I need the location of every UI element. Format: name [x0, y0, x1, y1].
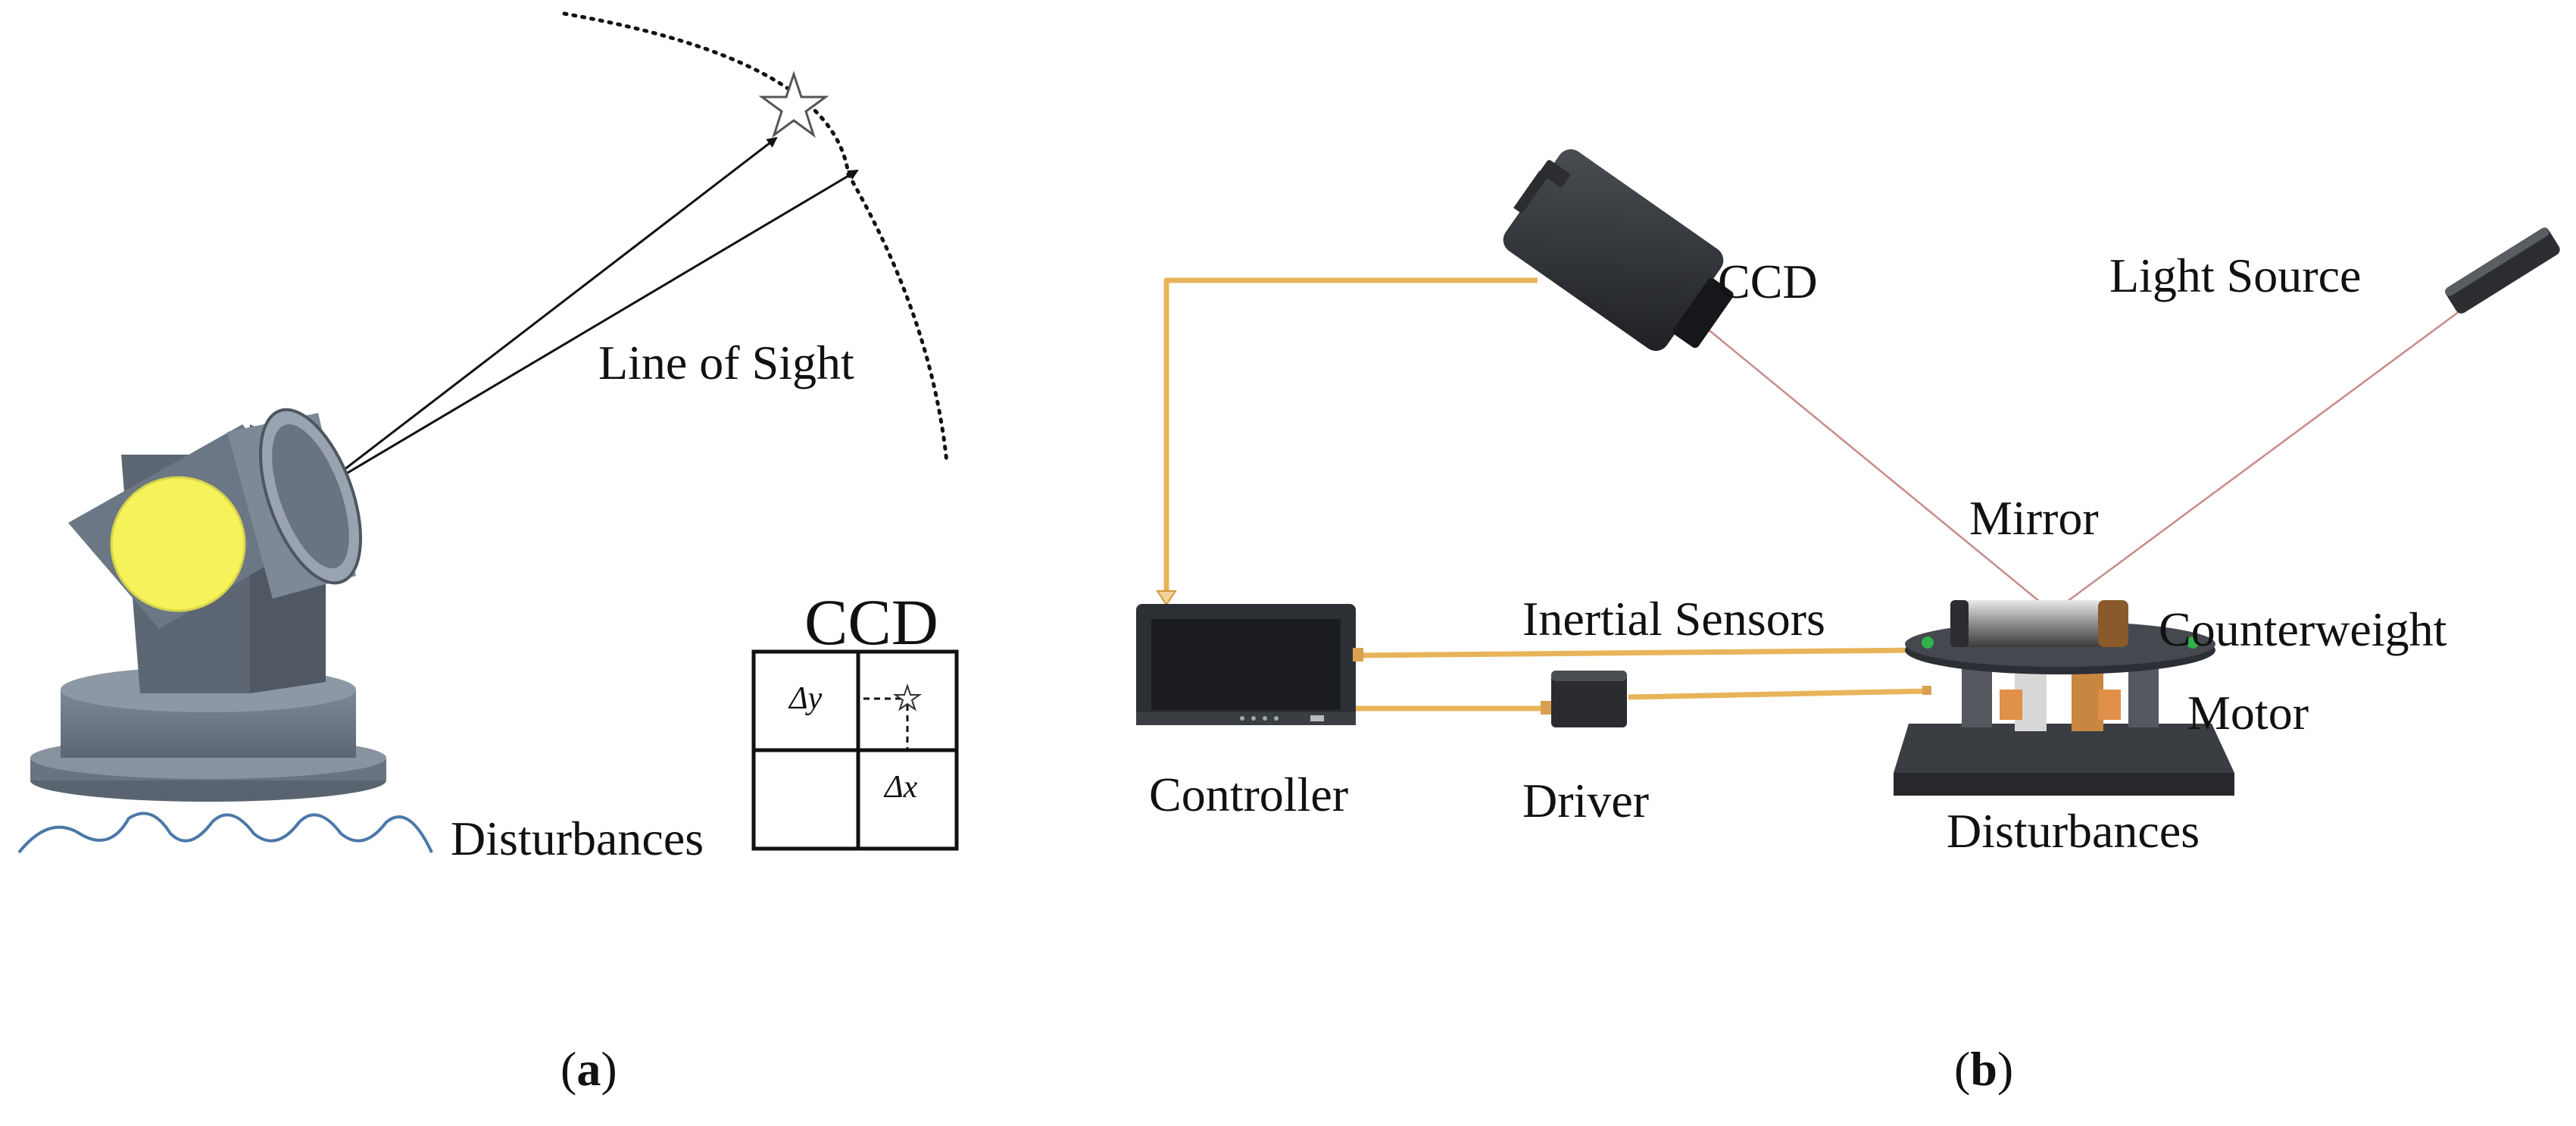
counterweight-label: Counterweight — [2159, 602, 2447, 656]
stabilization-platform — [1894, 600, 2234, 796]
driver-label: Driver — [1522, 774, 1649, 827]
ccd-top-connector — [1540, 160, 1570, 187]
mirror-label: Mirror — [1969, 491, 2099, 545]
controller-label: Controller — [1149, 768, 1348, 821]
inertial-sensors-label: Inertial Sensors — [1522, 592, 1825, 646]
panel-b: CCD Light Source Mirror Controller Drive… — [1136, 149, 2560, 1096]
counterweight-cylinder — [1950, 600, 2125, 647]
sky-arc — [562, 11, 949, 464]
disturbances-label-b: Disturbances — [1947, 804, 2200, 858]
line-of-sight-arrow-2 — [314, 169, 859, 494]
caption-b: (b) — [1954, 1042, 2013, 1096]
ccd-label-b: CCD — [1718, 255, 1818, 308]
controller-sensor-cable — [1355, 647, 1925, 658]
disturbances-label-a: Disturbances — [451, 812, 704, 865]
telescope-mount — [30, 408, 386, 802]
delta-x-label: Δx — [883, 770, 918, 805]
panel-a: Line of Sight Disturbances CCD — [17, 11, 959, 1096]
ccd-star-icon — [892, 683, 923, 712]
light-source-label: Light Source — [2109, 249, 2361, 302]
driver-box — [1541, 671, 1627, 727]
telescope-lens — [110, 476, 246, 612]
cable-arrow-icon — [1156, 590, 1177, 606]
laser-beams — [1685, 305, 2466, 614]
caption-a: (a) — [560, 1042, 617, 1096]
ccd-camera — [1503, 149, 1734, 352]
line-of-sight-label: Line of Sight — [598, 336, 854, 389]
driver-motor-cable — [1628, 688, 1928, 700]
controller-monitor — [1136, 604, 1363, 725]
ccd-grid: CCD Δy Δx — [751, 586, 959, 851]
line-of-sight-arrow-1 — [314, 136, 778, 494]
laser-beam-to-ccd — [1685, 310, 2053, 613]
ccd-controller-cable — [1163, 277, 1538, 602]
disturbance-wave — [17, 812, 433, 854]
light-source — [2445, 227, 2560, 314]
star-icon — [758, 70, 829, 138]
ccd-title-a: CCD — [804, 586, 938, 658]
laser-beam-from-source — [2052, 305, 2466, 614]
delta-y-label: Δy — [788, 681, 823, 716]
signal-cables — [1163, 277, 1928, 712]
motor-label: Motor — [2187, 686, 2309, 740]
